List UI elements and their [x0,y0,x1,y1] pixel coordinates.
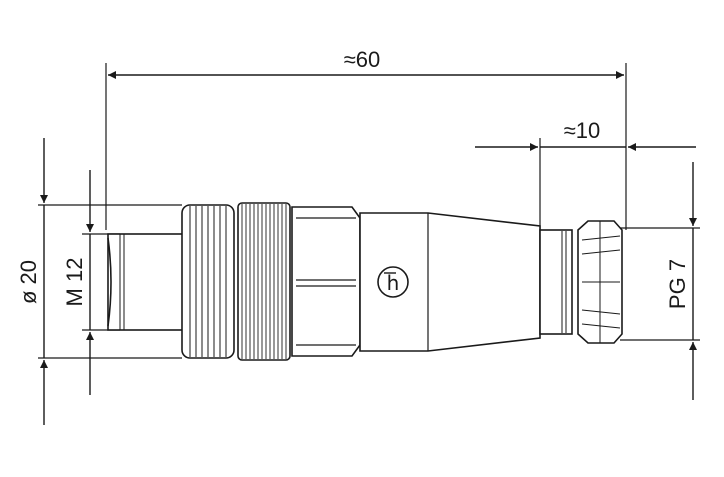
manufacturer-logo: h [377,266,409,298]
dimension-lines [40,71,697,425]
label-thread: M 12 [62,258,87,307]
logo-glyph: h [387,271,400,295]
extension-lines [38,63,700,359]
gland-stem [539,229,573,335]
gland-stem-lines [561,231,567,333]
thread-section [107,233,185,331]
knurled-nut [237,202,291,361]
label-gland-length: ≈10 [564,118,601,143]
label-outer-diameter: ø 20 [16,260,41,304]
label-overall-length: ≈60 [344,47,381,72]
hex-section [291,206,361,357]
label-cable-thread: PG 7 [665,259,690,309]
gland-nut-lines [581,221,621,343]
lock-ring-knurl [189,206,227,357]
thread-ridges [119,234,125,330]
thread-face [107,237,112,327]
connector-body [107,202,623,361]
hex-edges [296,217,356,346]
knurled-nut-lines [241,204,287,359]
